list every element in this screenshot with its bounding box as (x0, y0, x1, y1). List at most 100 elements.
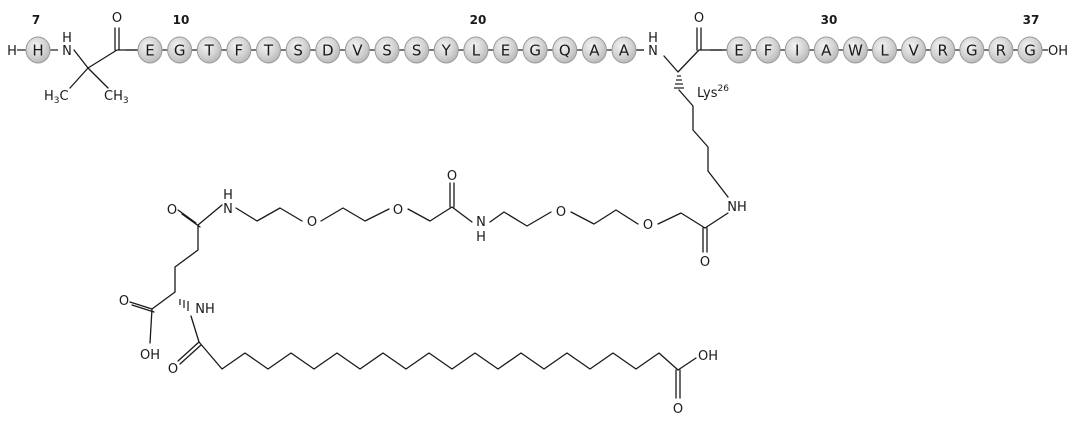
residue-bead-shape (901, 36, 927, 64)
residue-letter: R (996, 42, 1006, 60)
residue-c-bead: G (959, 36, 985, 64)
residue-b-bead: S (285, 36, 311, 64)
residue-b-bead: T (196, 36, 222, 64)
residue-b-bead: V (344, 36, 370, 64)
residue-b-bead: D (315, 36, 341, 64)
n-terminus-label: H (7, 44, 17, 59)
residue-c-bead: L (872, 36, 897, 64)
residue-c-bead: G (1017, 36, 1043, 64)
residue-bead-shape (315, 36, 341, 64)
residue-bead-shape (611, 36, 637, 64)
position-number-30: 30 (821, 13, 838, 27)
residue-bead-shape (404, 36, 430, 64)
residue-letter: F (235, 42, 244, 60)
residue-bead-shape (463, 36, 489, 64)
residue-letter: G (529, 42, 541, 60)
residue-b-bead: Q (552, 36, 578, 64)
fatty-amide-o: O (168, 362, 178, 377)
residue-letter: G (966, 42, 978, 60)
lys-carbonyl-o: O (694, 11, 704, 26)
residue-letter: A (821, 42, 832, 60)
residue-c-bead: R (930, 36, 956, 64)
residue-bead-shape (167, 36, 193, 64)
residue-bead-shape (522, 36, 548, 64)
aib-nh-h: H (62, 31, 72, 46)
residue-bead-shape (256, 36, 281, 64)
c-terminus-label: OH (1048, 44, 1068, 59)
residue-letter: E (145, 42, 154, 60)
residue-letter: E (501, 42, 510, 60)
fatty-acid-o: O (673, 402, 683, 417)
residue-bead-shape (374, 36, 400, 64)
residue-letter: D (322, 42, 334, 60)
lys-side-chain-nh: NH (727, 200, 747, 215)
residue-b-bead: L (463, 36, 489, 64)
residue-letter: V (352, 42, 363, 60)
residue-bead-shape (493, 36, 518, 64)
residue-a-bead: H (25, 36, 51, 64)
residue-bead-shape (196, 36, 222, 64)
fatty-acid-oh: OH (698, 349, 718, 364)
linker-nh1-n: N (223, 202, 233, 217)
residue-letter: G (1024, 42, 1036, 60)
residue-bead-shape (755, 36, 781, 64)
residue-letter: S (412, 42, 422, 60)
glu-alpha-nh: NH (195, 302, 215, 317)
atom-labels: H H N H3C CH3 O H N O Lys26 OH NH O O O … (7, 11, 1068, 417)
residue-c-bead: A (813, 36, 839, 64)
residue-letter: H (32, 42, 43, 60)
residue-c-bead: F (755, 36, 781, 64)
bonds (17, 27, 729, 399)
linker-ether1b-o: O (393, 203, 403, 218)
residue-bead-shape (25, 36, 51, 64)
residue-letter: I (795, 42, 799, 60)
residue-c-bead: R (988, 36, 1014, 64)
residue-letter: E (734, 42, 743, 60)
glu-acid-oh: OH (140, 348, 160, 363)
lys-backbone-nh-n: N (648, 44, 658, 59)
aib-carbonyl-o: O (112, 11, 122, 26)
residue-letter: S (382, 42, 392, 60)
residue-c-bead: E (726, 36, 752, 64)
residue-letter: W (848, 42, 863, 60)
residue-letter: R (937, 42, 947, 60)
residue-bead-shape (930, 36, 956, 64)
linker-ether2a-o: O (556, 205, 566, 220)
linker-mid-nh-h: H (476, 230, 486, 245)
lys-backbone-nh-h: H (648, 31, 658, 46)
residue-letter: G (174, 42, 186, 60)
residue-letter: F (764, 42, 773, 60)
linker-amide2-o: O (700, 255, 710, 270)
position-numbers: 7 10 20 30 37 (32, 13, 1040, 27)
residue-bead-shape (988, 36, 1014, 64)
residue-bead-shape (813, 36, 839, 64)
linker-nh1-h: H (223, 188, 233, 203)
linker-ether1a-o: O (307, 215, 317, 230)
residue-bead-shape (137, 36, 163, 64)
residue-b-bead: S (404, 36, 430, 64)
linker-mid-nh-n: N (476, 215, 486, 230)
residue-bead-shape (726, 36, 752, 64)
residue-bead-shape (581, 36, 607, 64)
residue-bead-shape (552, 36, 578, 64)
residue-b-bead: A (581, 36, 607, 64)
lys-26-label: Lys26 (697, 84, 729, 101)
residue-b-bead: S (374, 36, 400, 64)
position-number-37: 37 (1023, 13, 1040, 27)
residue-letter: A (619, 42, 630, 60)
residue-b-bead: G (167, 36, 193, 64)
aib-nh-n: N (62, 44, 72, 59)
residue-b-bead: G (522, 36, 548, 64)
residue-letter: T (204, 42, 215, 60)
residue-c-bead: I (784, 36, 810, 64)
residue-bead-shape (959, 36, 985, 64)
position-number-7: 7 (32, 13, 40, 27)
residue-b-bead: T (256, 36, 281, 64)
residue-letter: S (293, 42, 303, 60)
residue-b-bead: E (493, 36, 518, 64)
glu-gamma-o: O (167, 203, 177, 218)
residue-bead-shape (433, 36, 459, 64)
residue-c-bead: W (842, 36, 868, 64)
residue-b-bead: E (137, 36, 163, 64)
